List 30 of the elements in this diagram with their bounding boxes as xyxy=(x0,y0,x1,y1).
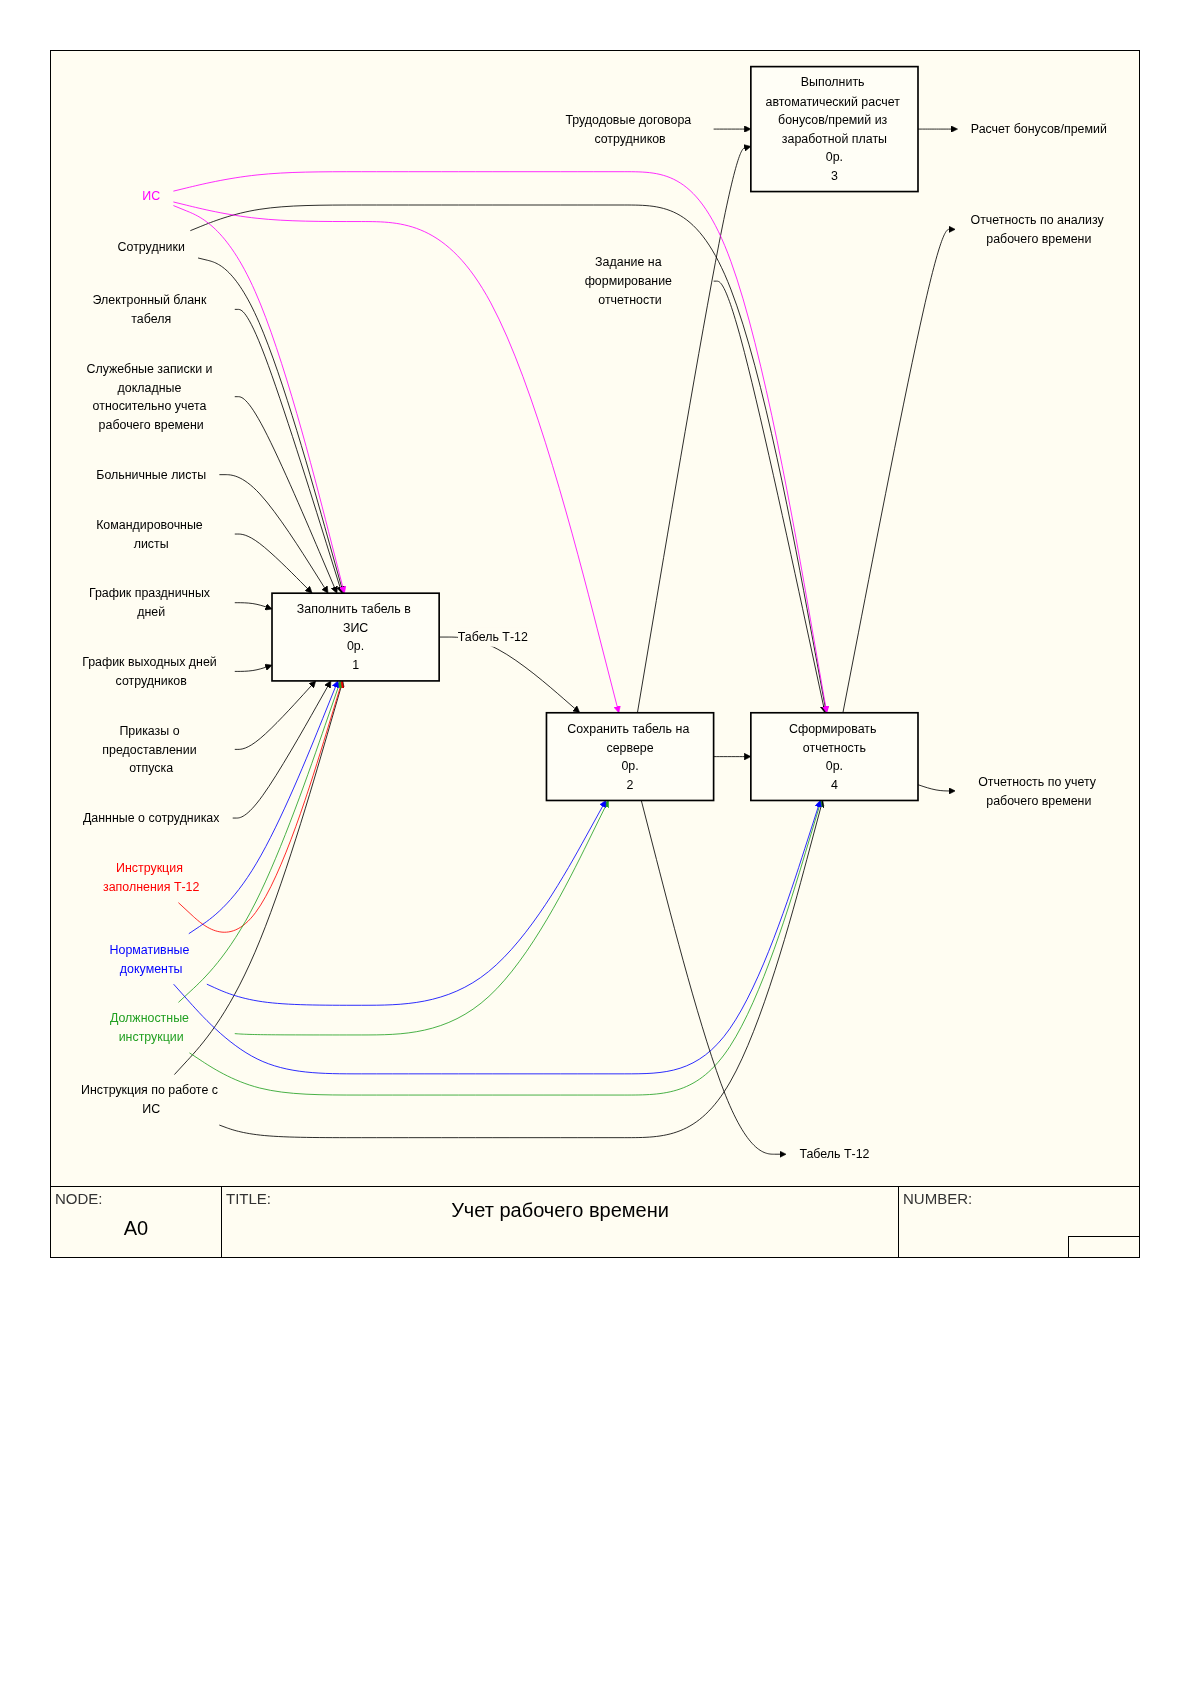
node-text: Командировочные листы xyxy=(96,517,203,550)
node-text: Приказы о предоставлении отпуска xyxy=(102,723,197,775)
node-box: Сформировать отчетность 0р. 4 xyxy=(750,711,919,802)
node-text: Инструкция заполнения Т-12 xyxy=(102,860,200,894)
node-box: Заполнить табель в ЗИС 0р. 1 xyxy=(271,592,440,682)
node-text: Расчет бонусов/премий xyxy=(970,121,1107,136)
node-text: Электронный бланк табеля xyxy=(92,292,207,326)
node-text: Инструкция по работе с ИС xyxy=(80,1082,218,1116)
node-text: Даннные о сотрудниках xyxy=(82,810,220,825)
title-caption: TITLE: xyxy=(226,1189,271,1207)
number-caption: NUMBER: xyxy=(903,1189,973,1207)
node-box: Сохранить табель на сервере 0р. 2 xyxy=(545,711,715,802)
diagram-title: Учет рабочего времени xyxy=(451,1198,669,1222)
node-box: Выполнить автоматический расчет бонусов/премий из заработной платы 0р. 3 xyxy=(750,65,919,193)
node-text: Сотрудники xyxy=(117,238,185,254)
node-text: Больничные листы xyxy=(96,467,207,482)
node-text: Отчетность по учету рабочего времени xyxy=(978,774,1096,807)
node-caption: NODE: xyxy=(55,1189,103,1207)
node-text: Задание на формирование отчетности xyxy=(584,254,672,307)
node-text: Табель Т-12 xyxy=(799,1146,870,1161)
node-text: Служебные записки и докладные относительно учета рабочего времени xyxy=(86,361,213,432)
node-text: График праздничных дней xyxy=(88,585,211,619)
node-value: A0 xyxy=(123,1216,149,1240)
node-text: График выходных дней сотрудников xyxy=(82,654,217,688)
node-text: Трудодовые договора сотрудников xyxy=(565,112,692,145)
node-text: Должностные инструкции xyxy=(109,1010,189,1044)
node-text: Нормативные документы xyxy=(109,941,190,975)
node-text: ИС xyxy=(142,188,161,203)
edge-label: Табель Т-12 xyxy=(457,629,528,644)
node-text: Отчетность по анализу рабочего времени xyxy=(970,212,1104,246)
